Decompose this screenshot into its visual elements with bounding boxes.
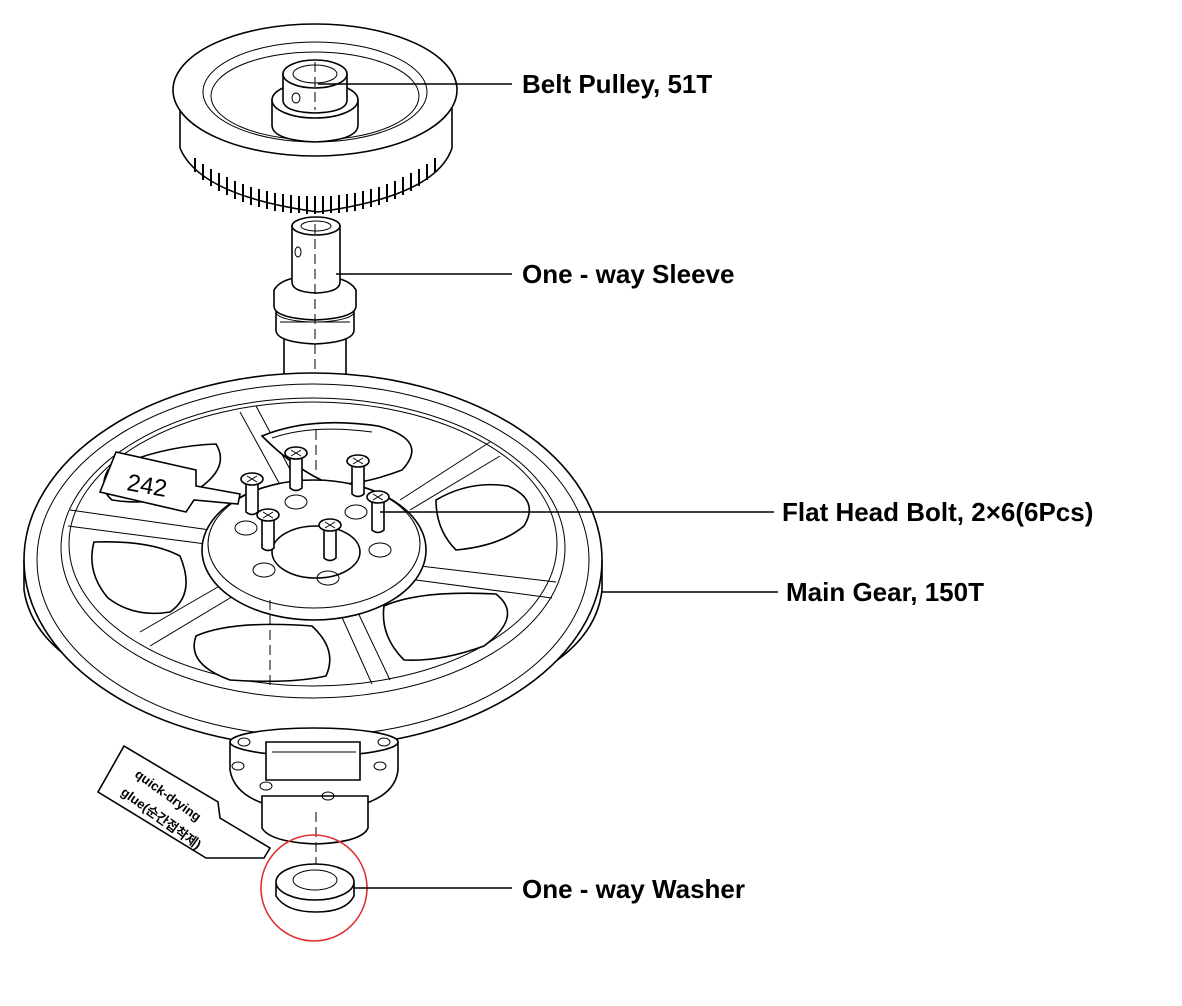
one-way-washer: [275, 863, 355, 913]
main-gear: [23, 372, 603, 748]
label-one-way-sleeve: One - way Sleeve: [522, 259, 734, 289]
label-flat-head-bolt: Flat Head Bolt, 2×6(6Pcs): [782, 497, 1093, 527]
label-main-gear: Main Gear, 150T: [786, 577, 984, 607]
bolt: [240, 472, 264, 516]
bolt: [346, 454, 370, 498]
belt-pulley-teeth: [194, 158, 436, 214]
bolt: [318, 518, 342, 562]
flat-head-bolts: [240, 446, 390, 562]
bolt: [256, 508, 280, 552]
glue-tag: quick-drying glue(순간접착제): [96, 744, 272, 859]
lower-hub: [229, 727, 399, 870]
label-one-way-washer: One - way Washer: [522, 874, 745, 904]
lower-hub-holes: [231, 737, 391, 801]
threadlock-tag: 242: [98, 451, 241, 513]
belt-pulley: [172, 23, 458, 214]
bolt: [366, 490, 390, 534]
bolt: [284, 446, 308, 492]
label-belt-pulley: Belt Pulley, 51T: [522, 69, 712, 99]
leader-lines: [318, 83, 778, 889]
hub-bolt-holes: [234, 494, 392, 586]
